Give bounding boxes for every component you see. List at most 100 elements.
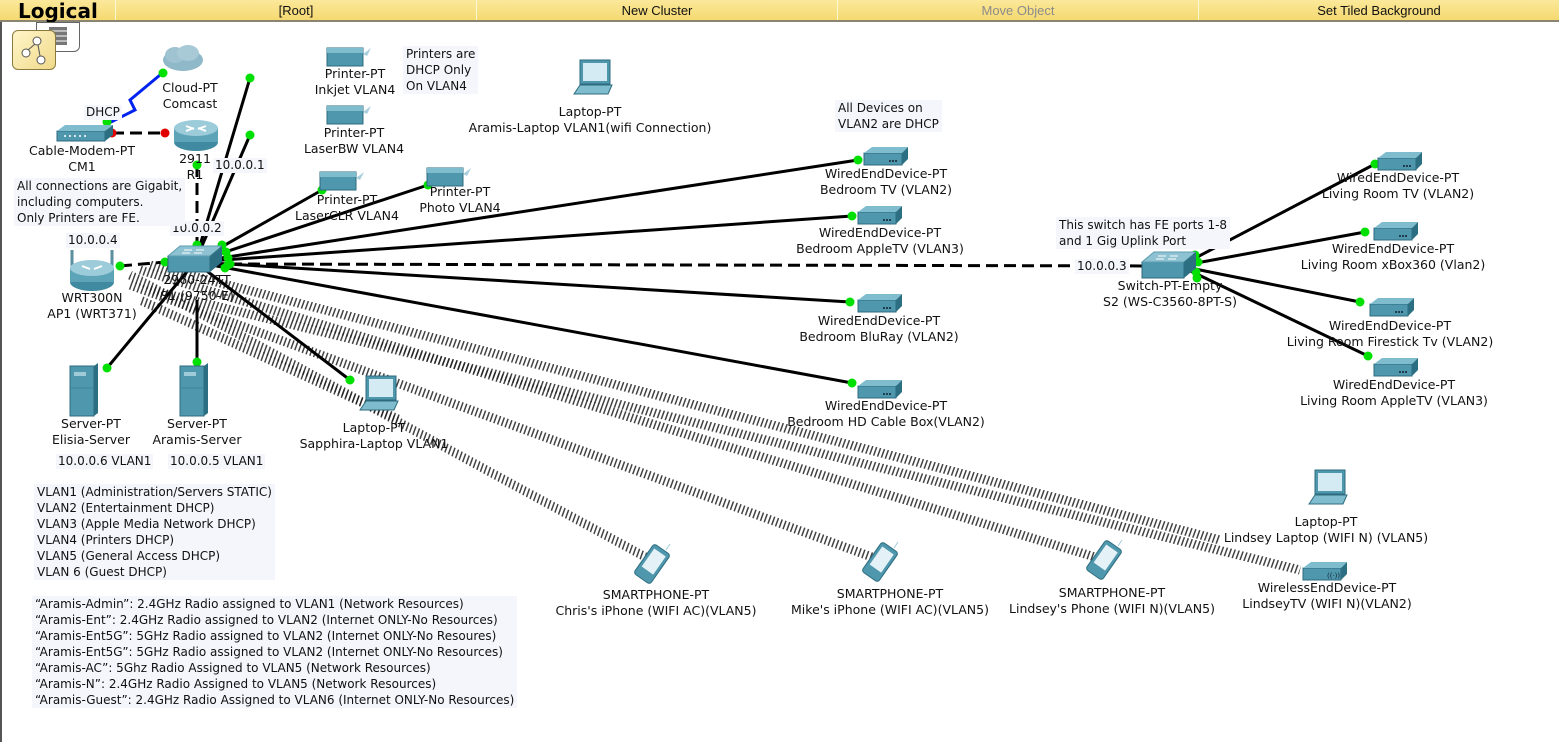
laptop-aramis-device[interactable] (570, 58, 616, 102)
laptop-sapphira-device[interactable] (356, 374, 402, 418)
ethernet-link[interactable] (194, 183, 429, 264)
bedroom-bluray-name-label: Bedroom BluRay (VLAN2) (799, 329, 959, 344)
ethernet-link[interactable] (1179, 162, 1376, 268)
phone-lindsey-device[interactable] (1082, 538, 1128, 586)
bedroom-appletv-type-label: WiredEndDevice-PT (818, 225, 942, 240)
phone-chris-name-label: Chris's iPhone (WIFI AC)(VLAN5) (555, 603, 757, 618)
printer-icon (319, 171, 364, 191)
ethernet-link[interactable] (193, 134, 252, 263)
printer-icon (426, 167, 471, 187)
lr-firestick-device[interactable] (1364, 296, 1414, 322)
laptop-lindsey-device[interactable] (1305, 468, 1351, 512)
note-line: “Aramis-Ent5G”: 5GHz Radio assigned to V… (35, 629, 497, 643)
logical-toolbar: Logical [Root] New Cluster Move Object S… (0, 0, 1559, 23)
phone-icon (862, 541, 899, 582)
printer-inkjet-type-label: Printer-PT (324, 66, 386, 81)
lr-appletv-device[interactable] (1368, 356, 1418, 382)
ethernet-link[interactable] (194, 214, 853, 264)
router-name-label: R1 (186, 167, 204, 182)
bedroom-tv-device[interactable] (858, 145, 908, 171)
note-line: This switch has FE ports 1-8 (1059, 218, 1228, 232)
note-line: “Aramis-Ent”: 2.4GHz Radio assigned to V… (35, 613, 498, 627)
wired-icon (863, 147, 908, 166)
new-cluster-button[interactable]: New Cluster (476, 0, 837, 20)
server1-type-label: Server-PT (61, 416, 121, 431)
ethernet-link[interactable] (105, 261, 197, 369)
crossover-link[interactable] (229, 262, 1166, 268)
note-line: “Aramis-Ent5G”: 5GHz Radio assigned to V… (35, 645, 503, 659)
ssid-legend-note: “Aramis-Admin”: 2.4GHz Radio assigned to… (32, 596, 518, 708)
lr-tv-device[interactable] (1372, 150, 1422, 176)
switch-icon (1140, 251, 1198, 279)
note-line: “Aramis-Admin”: 2.4GHz Radio assigned to… (35, 597, 464, 611)
lr-firestick-name-label: Living Room Firestick Tv (VLAN2) (1286, 334, 1494, 349)
bedroom-cable-device[interactable] (852, 378, 902, 404)
wired-icon (857, 380, 902, 399)
ethernet-link[interactable] (194, 260, 853, 385)
wireless-icon: ((·)) (1302, 562, 1347, 581)
ap-device[interactable] (64, 248, 120, 296)
root-breadcrumb[interactable]: [Root] (115, 0, 476, 20)
note-line: including computers. (17, 195, 144, 209)
bedroom-appletv-device[interactable] (852, 204, 902, 230)
lr-tv-name-label: Living Room TV (VLAN2) (1321, 186, 1475, 201)
link-status-light (1360, 227, 1370, 237)
ethernet-link[interactable] (1179, 264, 1361, 304)
cloud-device[interactable] (160, 44, 206, 78)
note-line: and 1 Gig Uplink Port (1059, 234, 1187, 248)
server1-ip-label: 10.0.0.6 VLAN1 (56, 454, 154, 469)
ethernet-link[interactable] (1179, 230, 1366, 268)
ethernet-link[interactable] (194, 260, 351, 382)
phone-mike-device[interactable] (858, 540, 904, 588)
link-status-light (160, 257, 170, 267)
link-status-light (1370, 159, 1380, 169)
wireless-link[interactable] (148, 260, 1222, 545)
modem-device[interactable] (55, 123, 115, 147)
bedroom-cable-type-label: WiredEndDevice-PT (824, 398, 948, 413)
note-line: On VLAN4 (406, 79, 467, 93)
ethernet-link[interactable] (194, 158, 859, 264)
switch2-device[interactable] (1140, 250, 1198, 284)
printer-photo-device[interactable] (425, 164, 471, 194)
printer-laserbw-device[interactable] (325, 102, 371, 132)
link-status-light (192, 160, 202, 170)
switch1-type-label: 2960-24TT (163, 272, 231, 287)
bedroom-bluray-device[interactable] (852, 292, 902, 318)
ethernet-link[interactable] (194, 260, 851, 304)
phone-icon (634, 543, 671, 584)
note-line: “Aramis-Guest”: 2.4GHz Radio Assigned to… (35, 693, 515, 707)
note-line: Only Printers are FE. (17, 211, 140, 225)
link-status-light (1363, 351, 1373, 361)
crossover-link[interactable] (119, 260, 166, 268)
set-tiled-background-button[interactable]: Set Tiled Background (1198, 0, 1559, 20)
bedroom-tv-name-label: Bedroom TV (VLAN2) (819, 182, 953, 197)
server2-type-label: Server-PT (167, 416, 227, 431)
wireless-link[interactable] (148, 285, 1302, 575)
ethernet-link[interactable] (1179, 264, 1369, 358)
router-ip-label: 10.0.0.1 (213, 158, 267, 173)
ap-ip-label: 10.0.0.4 (66, 233, 120, 248)
phone-chris-device[interactable] (630, 542, 676, 590)
wireless-link[interactable] (138, 295, 402, 425)
lr-xbox-device[interactable] (1368, 220, 1418, 246)
logical-view-tab[interactable] (12, 30, 56, 70)
server1-device[interactable] (66, 362, 100, 422)
ap-type-label: WRT300N (61, 290, 123, 305)
wireless-link[interactable] (128, 280, 882, 565)
router-device[interactable] (172, 118, 220, 156)
wired-icon (1373, 358, 1418, 377)
tv-lindsey-device[interactable]: ((·)) (1297, 560, 1347, 586)
wireless-link[interactable] (138, 265, 1107, 565)
printer-inkjet-name-label: Inkjet VLAN4 (314, 82, 396, 97)
printer-laserbw-name-label: LaserBW VLAN4 (303, 141, 405, 156)
link-status-light (1192, 273, 1202, 283)
move-object-button[interactable]: Move Object (837, 0, 1198, 20)
server2-device[interactable] (176, 362, 210, 422)
link-status-light (192, 357, 202, 367)
printer-laserclr-device[interactable] (318, 168, 364, 198)
printer-inkjet-device[interactable] (325, 44, 371, 74)
tv-lindsey-type-label: WirelessEndDevice-PT (1257, 580, 1397, 595)
printer-icon (326, 47, 371, 67)
